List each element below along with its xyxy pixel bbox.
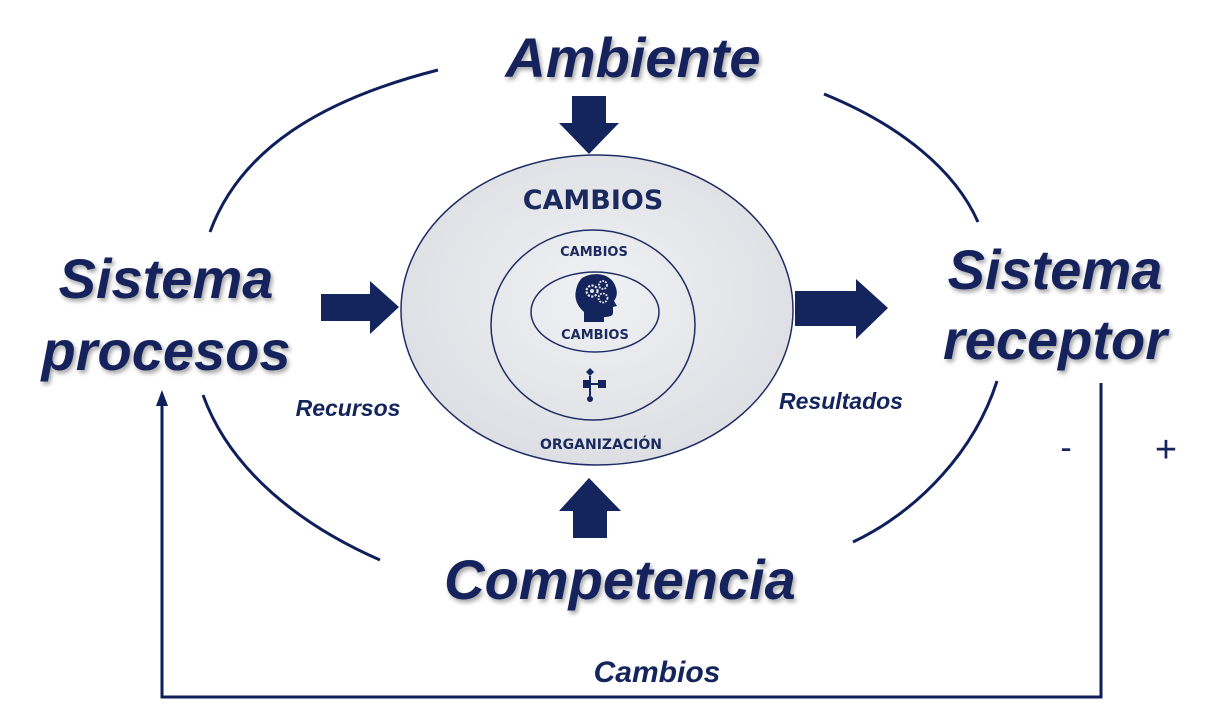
- inner-circle: [530, 271, 660, 353]
- center-base-label: ORGANIZACIÓN: [540, 435, 662, 453]
- arrow-down-ambiente: [559, 96, 619, 154]
- center-inner-label: CAMBIOS: [561, 328, 629, 343]
- sistema-procesos-line2: procesos: [40, 319, 291, 382]
- ambiente-label: Ambiente: [503, 26, 760, 89]
- middle-circle: [490, 229, 696, 421]
- center-middle-label: CAMBIOS: [560, 245, 628, 260]
- arrow-right-resultados: [795, 279, 888, 339]
- sistema-receptor-line2: receptor: [943, 308, 1170, 371]
- sistema-procesos-line1: Sistema: [59, 247, 274, 310]
- feedback-arrowhead: [156, 390, 168, 406]
- arc-top-left: [208, 68, 439, 233]
- plus-sign: +: [1155, 429, 1177, 471]
- arrow-up-competencia: [559, 478, 621, 538]
- center-outer-label: CAMBIOS: [523, 185, 664, 216]
- resultados-label: Resultados: [779, 388, 903, 414]
- sistema-receptor-line1: Sistema: [948, 238, 1163, 301]
- arc-bottom-left: [201, 394, 381, 562]
- arc-bottom-right: [852, 380, 999, 544]
- minus-sign: -: [1060, 429, 1071, 467]
- cambios-feedback-label: Cambios: [594, 656, 721, 689]
- recursos-label: Recursos: [296, 395, 401, 421]
- flowchart-icon: [583, 368, 606, 402]
- arrow-right-recursos: [321, 281, 399, 334]
- head-gears-icon: [575, 274, 617, 322]
- arc-top-right: [823, 92, 980, 223]
- competencia-label: Competencia: [444, 548, 796, 611]
- feedback-line: [160, 383, 1103, 699]
- outer-cycle: [201, 68, 999, 562]
- feedback-loop: [160, 383, 1103, 699]
